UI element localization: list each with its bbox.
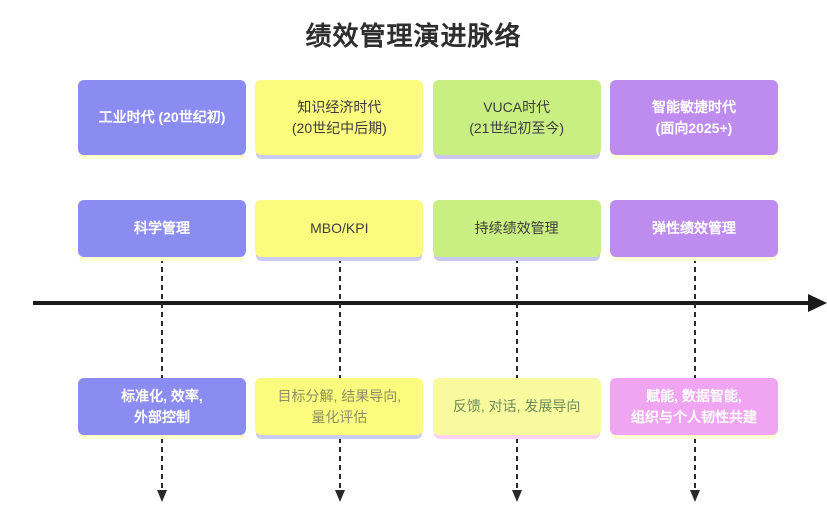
era-box-agile: 智能敏捷时代 (面向2025+): [609, 80, 778, 155]
diagram-title: 绩效管理演进脉络: [305, 21, 522, 51]
era-label-line: VUCA时代: [483, 99, 551, 116]
traits-box-agile: 赋能, 数据智能, 组织与个人韧性共建: [609, 378, 778, 435]
down-arrowhead-icon: [157, 490, 167, 502]
era-label-line: 知识经济时代: [297, 99, 382, 116]
traits-box-vuca: 反馈, 对话, 发展导向: [432, 378, 601, 435]
traits-box-knowledge: 目标分解, 结果导向, 量化评估: [255, 378, 424, 435]
traits-label-line: 外部控制: [134, 408, 190, 425]
method-label: MBO/KPI: [310, 220, 369, 237]
era-label-line: (21世纪初至今): [469, 119, 565, 136]
traits-label-line: 反馈, 对话, 发展导向: [452, 398, 581, 415]
down-arrowhead-icon: [512, 490, 522, 502]
method-label: 持续绩效管理: [474, 220, 559, 237]
method-label: 弹性绩效管理: [651, 220, 736, 237]
traits-label-line: 组织与个人韧性共建: [630, 408, 757, 425]
era-box-vuca: VUCA时代 (21世纪初至今): [432, 80, 601, 155]
traits-label-line: 赋能, 数据智能,: [646, 388, 742, 405]
method-box-mbo-kpi: MBO/KPI: [255, 200, 424, 257]
method-box-continuous-performance: 持续绩效管理: [432, 200, 601, 257]
era-row: 工业时代 (20世纪初) 知识经济时代 (20世纪中后期) VUCA时代 (21…: [78, 80, 778, 155]
down-arrowhead-icon: [335, 490, 345, 502]
traits-label-line: 量化评估: [311, 408, 368, 425]
era-box-industrial: 工业时代 (20世纪初): [78, 80, 246, 155]
method-box-flexible-performance: 弹性绩效管理: [609, 200, 778, 257]
era-label-line: (20世纪中后期): [291, 119, 387, 136]
era-label-line: 智能敏捷时代: [651, 99, 736, 116]
traits-row: 标准化, 效率, 外部控制 目标分解, 结果导向, 量化评估 反馈, 对话, 发…: [78, 378, 778, 435]
era-label-line: 工业时代 (20世纪初): [98, 109, 226, 126]
traits-box-industrial: 标准化, 效率, 外部控制: [78, 378, 246, 435]
method-label: 科学管理: [134, 220, 190, 237]
traits-label-line: 目标分解, 结果导向,: [277, 388, 402, 405]
traits-label-line: 标准化, 效率,: [121, 388, 203, 405]
method-box-scientific-management: 科学管理: [78, 200, 246, 257]
down-arrowhead-icon: [690, 490, 700, 502]
method-row: 科学管理 MBO/KPI 持续绩效管理 弹性绩效管理: [78, 200, 778, 257]
era-box-knowledge: 知识经济时代 (20世纪中后期): [255, 80, 424, 155]
timeline-arrowhead-icon: [808, 294, 827, 312]
era-label-line: (面向2025+): [655, 119, 733, 136]
